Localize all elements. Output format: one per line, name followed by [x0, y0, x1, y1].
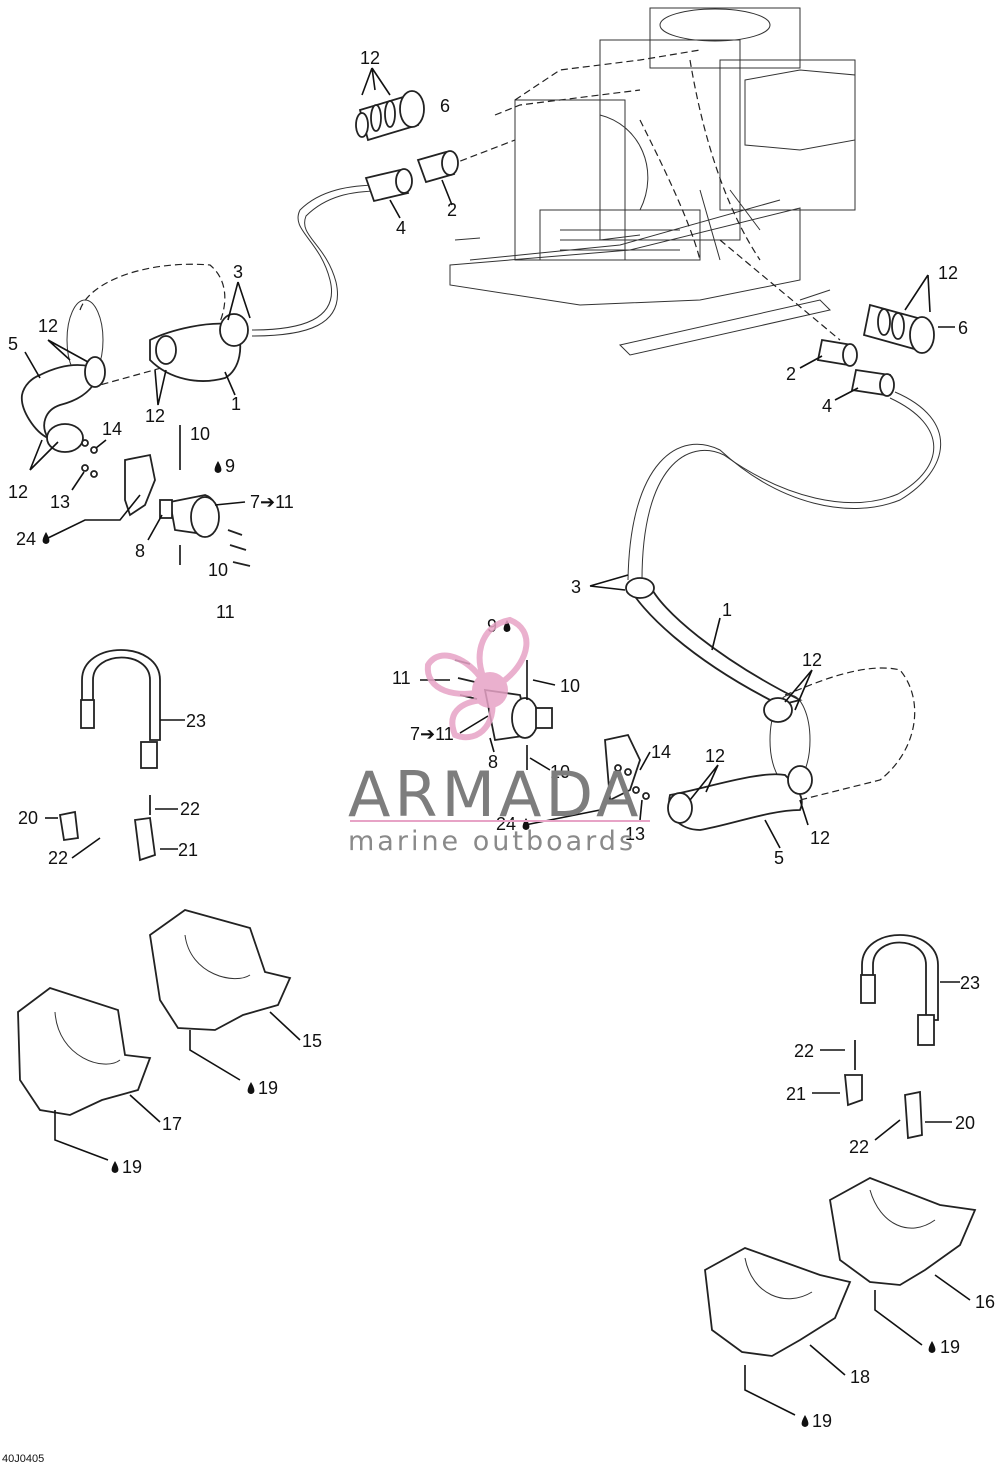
- label-11: 11: [216, 602, 235, 622]
- label-10: 10: [208, 560, 228, 580]
- watermark-brand: ARMADA: [348, 758, 643, 831]
- label-20: 20: [18, 808, 38, 828]
- label-13: 13: [625, 824, 645, 844]
- label-24: 24: [496, 814, 516, 834]
- left-muffler: [21, 263, 249, 453]
- label-5: 5: [8, 334, 18, 354]
- foam-block-18: [704, 1247, 852, 1357]
- label-7-11: 7➔11: [410, 724, 454, 744]
- valve-assembly-left: [81, 425, 251, 567]
- oil-drop-icon: [111, 1161, 119, 1173]
- label-6: 6: [958, 318, 968, 338]
- label-3: 3: [571, 577, 581, 597]
- label-20: 20: [955, 1113, 975, 1133]
- label-3: 3: [233, 262, 243, 282]
- oil-drop-icon: [522, 818, 530, 830]
- connector-6-top: [355, 90, 425, 142]
- strap-right: [860, 934, 939, 1046]
- label-10: 10: [190, 424, 210, 444]
- label-1: 1: [722, 600, 732, 620]
- label-2: 2: [786, 364, 796, 384]
- engine-block: [449, 7, 856, 356]
- label-6: 6: [440, 96, 450, 116]
- label-23: 23: [960, 973, 980, 993]
- label-16: 16: [975, 1292, 995, 1312]
- label-19: 19: [122, 1157, 142, 1177]
- label-2: 2: [447, 200, 457, 220]
- label-10: 10: [560, 676, 580, 696]
- oil-drop-icon: [42, 532, 50, 544]
- coupler-4-top: [364, 168, 413, 203]
- label-10: 10: [550, 762, 570, 782]
- watermark-divider: [350, 820, 650, 822]
- label-23: 23: [186, 711, 206, 731]
- label-15: 15: [302, 1031, 322, 1051]
- label-9: 9: [225, 456, 235, 476]
- sleeve-2-top: [416, 150, 459, 184]
- valve-assembly-center: [454, 659, 650, 802]
- oil-drop-icon: [247, 1082, 255, 1094]
- watermark-tagline: marine outboards: [348, 826, 637, 857]
- oil-drop-icon: [214, 461, 222, 473]
- label-1: 1: [231, 394, 241, 414]
- label-21: 21: [178, 840, 198, 860]
- label-4: 4: [396, 218, 406, 238]
- label-8: 8: [488, 752, 498, 772]
- label-14: 14: [651, 742, 671, 762]
- right-connectors: [627, 239, 942, 581]
- label-22: 22: [180, 799, 200, 819]
- part-labels: 12 6 2 4 3 12 5 12 1 14 10 9 12 13 7➔11 …: [8, 48, 995, 1431]
- label-24: 24: [16, 529, 36, 549]
- right-muffler: [625, 577, 916, 831]
- label-12: 12: [145, 406, 165, 426]
- label-12: 12: [360, 48, 380, 68]
- oil-drop-icon: [503, 620, 511, 632]
- label-19: 19: [940, 1337, 960, 1357]
- top-hose-assembly: [251, 90, 516, 337]
- sleeve-2-right: [816, 338, 858, 367]
- label-14: 14: [102, 419, 122, 439]
- label-22: 22: [794, 1041, 814, 1061]
- oil-drop-icon: [801, 1415, 809, 1427]
- strap-left: [80, 649, 161, 769]
- label-7-11: 7➔11: [250, 492, 294, 512]
- label-12: 12: [802, 650, 822, 670]
- document-reference: 40J0405: [2, 1453, 45, 1465]
- drop-icons: [42, 461, 936, 1427]
- label-17: 17: [162, 1114, 182, 1134]
- label-12: 12: [705, 746, 725, 766]
- foam-block-15: [149, 909, 292, 1031]
- label-21: 21: [786, 1084, 806, 1104]
- foam-block-16: [829, 1177, 977, 1286]
- label-11: 11: [392, 668, 411, 688]
- oil-drop-icon: [928, 1341, 936, 1353]
- coupler-4-right: [850, 368, 895, 397]
- label-12: 12: [938, 263, 958, 283]
- label-12: 12: [38, 316, 58, 336]
- label-12: 12: [810, 828, 830, 848]
- label-13: 13: [50, 492, 70, 512]
- label-4: 4: [822, 396, 832, 416]
- label-19: 19: [258, 1078, 278, 1098]
- connector-6-right: [862, 303, 935, 354]
- label-18: 18: [850, 1367, 870, 1387]
- label-12: 12: [8, 482, 28, 502]
- bracket-right: [844, 1040, 923, 1140]
- foam-block-17: [17, 987, 152, 1116]
- label-22: 22: [48, 848, 68, 868]
- label-22: 22: [849, 1137, 869, 1157]
- label-19: 19: [812, 1411, 832, 1431]
- label-5: 5: [774, 848, 784, 868]
- watermark-logo: [424, 616, 530, 741]
- bracket-left: [58, 795, 156, 862]
- label-8: 8: [135, 541, 145, 561]
- leader-lines: [24, 67, 971, 1416]
